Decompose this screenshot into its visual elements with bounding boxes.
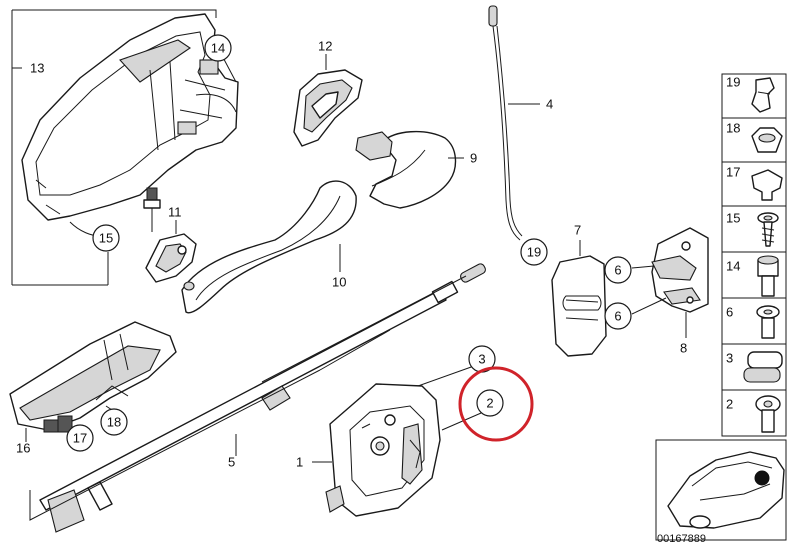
side-parts-panel: 19 18 17 15 14 6 3 2 <box>721 73 787 437</box>
diagram-code: 00167889 <box>657 533 706 545</box>
svg-text:6: 6 <box>614 263 621 278</box>
callout-18: 18 <box>100 405 128 436</box>
bolt-14-icon <box>757 255 779 297</box>
svg-text:6: 6 <box>614 309 621 324</box>
svg-text:19: 19 <box>527 245 541 260</box>
svg-text:14: 14 <box>211 41 225 56</box>
callout-6-lower: 6 <box>604 297 667 330</box>
label-11: 11 <box>168 205 182 220</box>
panel-label-15: 15 <box>726 211 740 226</box>
location-marker-icon <box>754 470 770 486</box>
bolt-6-icon <box>756 305 780 339</box>
striker-8 <box>651 227 709 313</box>
gasket-11 <box>145 233 197 283</box>
vehicle-locator-inset <box>655 439 787 541</box>
screw-2-icon <box>755 395 781 433</box>
callout-15: 15 <box>92 224 120 252</box>
rod-4 <box>488 5 523 241</box>
svg-text:2: 2 <box>486 396 493 411</box>
clip-17-icon <box>751 169 783 201</box>
label-13: 13 <box>30 61 44 76</box>
callout-17: 17 <box>66 424 94 452</box>
cable-5 <box>39 263 486 533</box>
label-12: 12 <box>318 39 332 54</box>
panel-label-19: 19 <box>726 75 740 90</box>
label-8: 8 <box>680 341 687 356</box>
callout-14: 14 <box>204 34 237 83</box>
panel-label-3: 3 <box>726 351 733 366</box>
callout-6-upper: 6 <box>604 256 655 284</box>
label-10: 10 <box>332 275 346 290</box>
svg-text:17: 17 <box>73 431 87 446</box>
panel-label-17: 17 <box>726 165 740 180</box>
striker-cover-7 <box>551 255 607 357</box>
svg-text:15: 15 <box>99 231 113 246</box>
svg-text:18: 18 <box>107 415 121 430</box>
label-7: 7 <box>574 223 581 238</box>
panel-label-18: 18 <box>726 121 740 136</box>
label-4: 4 <box>546 97 553 112</box>
hex-nut-18-icon <box>751 127 783 153</box>
label-16: 16 <box>16 441 30 456</box>
inner-handle-16 <box>9 321 177 433</box>
callout-2: 2 <box>476 389 504 417</box>
panel-label-14: 14 <box>726 259 740 274</box>
bracket-13 <box>12 9 217 18</box>
label-1: 1 <box>296 455 303 470</box>
trim-cap-12 <box>293 69 363 147</box>
label-5: 5 <box>228 455 235 470</box>
handle-carrier-13 <box>21 13 239 221</box>
clip-19-icon <box>751 77 775 113</box>
svg-text:3: 3 <box>478 352 485 367</box>
panel-label-2: 2 <box>726 397 733 412</box>
callout-19: 19 <box>520 238 548 266</box>
panel-label-6: 6 <box>726 305 733 320</box>
label-9: 9 <box>470 151 477 166</box>
end-cap-9 <box>355 130 457 209</box>
plug-3-icon <box>743 351 783 383</box>
highlight-ring <box>458 366 534 442</box>
door-lock-1 <box>325 383 441 517</box>
screw-15-icon <box>757 212 779 247</box>
outer-handle-10 <box>181 180 357 314</box>
